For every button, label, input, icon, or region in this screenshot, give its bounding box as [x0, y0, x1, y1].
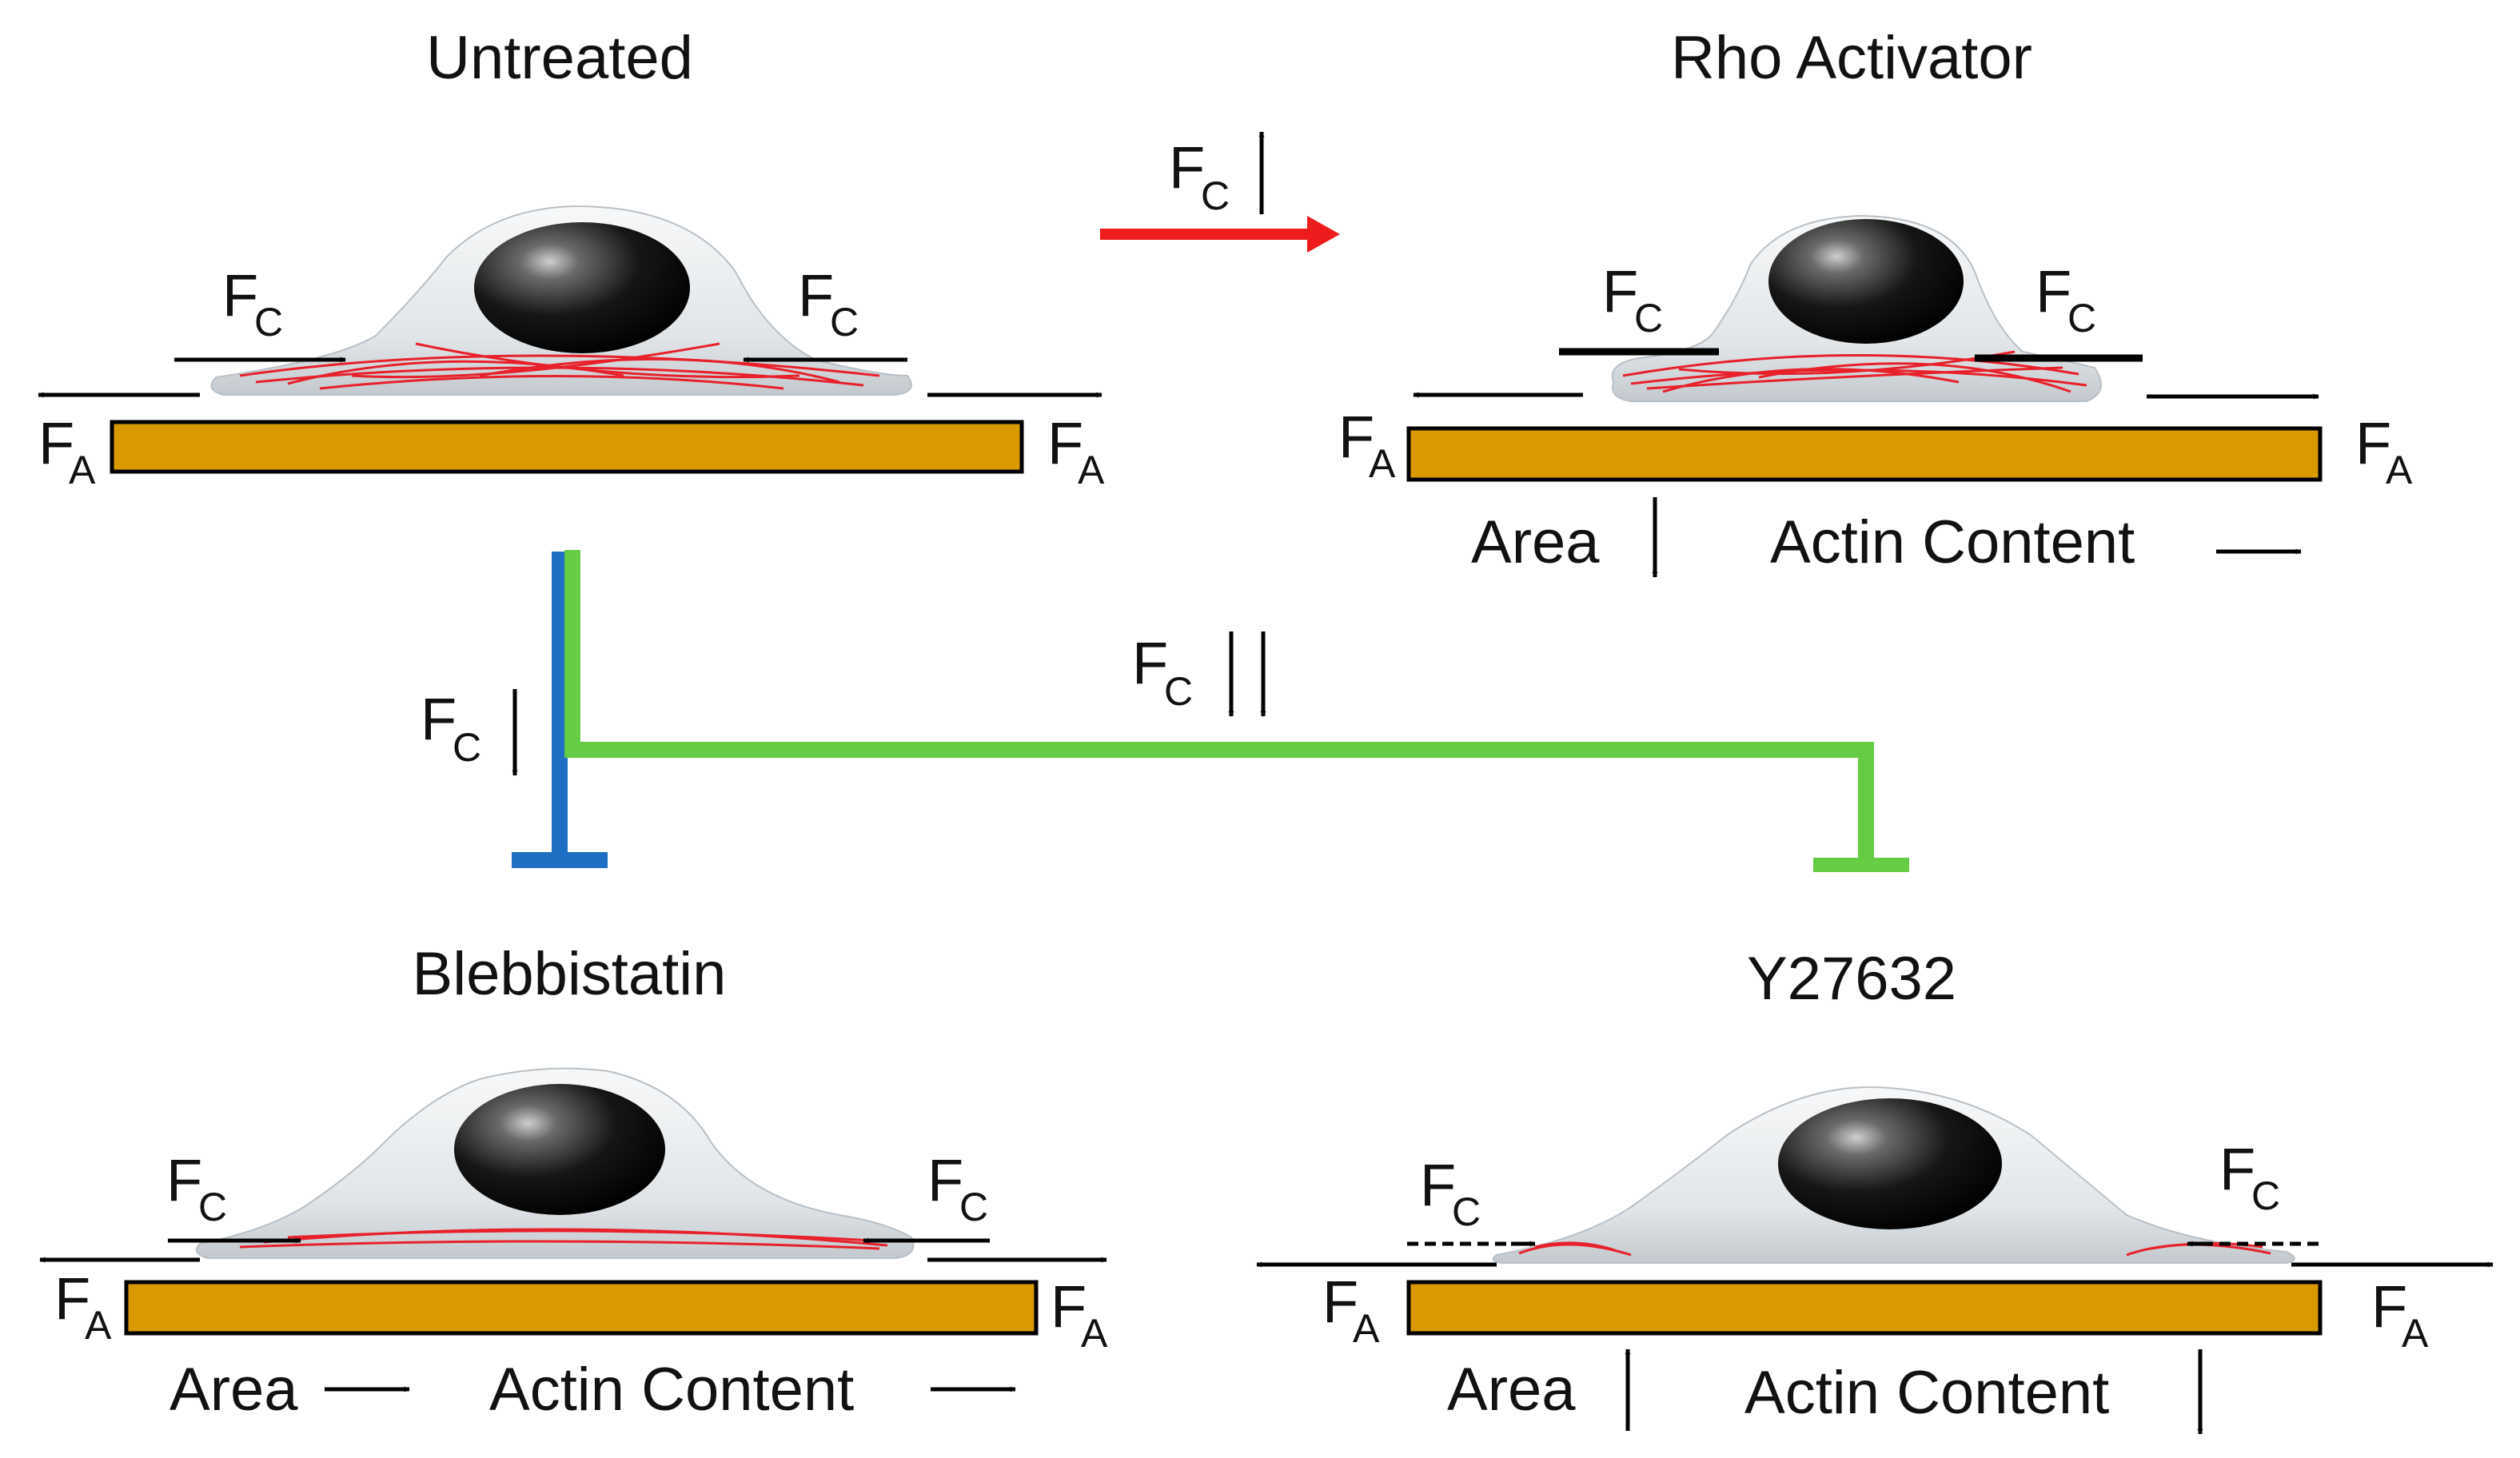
substrate	[110, 420, 1024, 474]
fa-label-right: F A	[2371, 1273, 2429, 1356]
svg-text:C: C	[2067, 296, 2096, 341]
svg-text:A: A	[2386, 448, 2413, 492]
svg-text:C: C	[2251, 1173, 2280, 1218]
svg-text:F: F	[798, 262, 834, 329]
svg-text:C: C	[254, 300, 283, 345]
fa-label-right: F A	[1047, 410, 1105, 492]
cell-blebbistatin	[195, 1067, 915, 1259]
panel-rho-activator: Rho Activator F C F C	[1338, 24, 2413, 578]
fa-label-left: F A	[1322, 1269, 1380, 1351]
svg-text:A: A	[2402, 1311, 2429, 1356]
svg-text:F: F	[2355, 410, 2391, 476]
fc-increase-label: F C	[1169, 131, 1265, 218]
fc-label-right: F C	[2036, 258, 2096, 341]
svg-text:F: F	[2371, 1273, 2407, 1340]
svg-text:F: F	[2036, 258, 2071, 325]
svg-text:A: A	[1369, 441, 1396, 486]
svg-text:F: F	[166, 1147, 202, 1213]
svg-text:A: A	[69, 448, 96, 492]
svg-text:F: F	[927, 1147, 963, 1213]
svg-text:F: F	[1602, 258, 1638, 325]
panel-title-untreated: Untreated	[426, 24, 693, 92]
svg-text:A: A	[1078, 448, 1105, 492]
svg-text:F: F	[1047, 410, 1083, 476]
svg-text:F: F	[1322, 1269, 1358, 1335]
panel-title-y27632: Y27632	[1747, 945, 1956, 1013]
nucleus	[1778, 1098, 2002, 1229]
fa-label-left: F A	[54, 1265, 112, 1348]
actin-content-label: Actin Content	[489, 1356, 854, 1424]
fc-decrease-label: F C	[421, 686, 518, 776]
svg-text:A: A	[85, 1303, 112, 1348]
actin-fibers	[239, 342, 880, 390]
fc-label-left: F C	[166, 1147, 227, 1229]
pathway-inhibition: F C F C	[421, 550, 1909, 872]
svg-text:F: F	[1132, 630, 1168, 696]
panel-y27632: Y27632 F C F C	[1256, 945, 2494, 1435]
svg-text:F: F	[1420, 1152, 1456, 1218]
fa-label-right: F A	[2355, 410, 2413, 492]
fc-label-left: F C	[222, 262, 283, 345]
actin-content-label: Actin Content	[1744, 1359, 2109, 1427]
svg-text:A: A	[1353, 1306, 1380, 1351]
fc-label-right: F C	[798, 262, 859, 345]
panel-untreated: Untreated F C F	[38, 24, 1105, 492]
svg-text:C: C	[1452, 1189, 1481, 1234]
nucleus	[454, 1084, 665, 1215]
cell-untreated	[210, 205, 912, 396]
fa-label-left: F A	[1338, 404, 1396, 486]
panel-title-rho: Rho Activator	[1671, 24, 2032, 92]
contractile-force-arrows	[1559, 348, 2143, 362]
pathway-rho-activation: F C	[1100, 131, 1340, 253]
svg-text:F: F	[2219, 1136, 2255, 1202]
svg-text:C: C	[1201, 173, 1230, 218]
cell-rho	[1611, 214, 2102, 402]
fa-label-right: F A	[1051, 1273, 1108, 1356]
substrate	[124, 1280, 1039, 1336]
fc-strong-decrease-label: F C	[1132, 630, 1266, 717]
actin-content-label: Actin Content	[1770, 508, 2135, 576]
svg-text:F: F	[1338, 404, 1374, 470]
fc-label-right: F C	[2219, 1136, 2280, 1218]
nucleus	[1768, 219, 1964, 344]
svg-text:F: F	[421, 686, 457, 752]
svg-text:F: F	[54, 1265, 90, 1332]
svg-text:C: C	[959, 1185, 988, 1229]
panel-blebbistatin: Blebbistatin F C F C F	[39, 940, 1108, 1424]
svg-text:C: C	[1634, 296, 1663, 341]
svg-text:C: C	[453, 725, 481, 770]
actin-fibers	[1622, 350, 2087, 393]
substrate	[1406, 1280, 2323, 1336]
y27632-inhibition-line	[564, 550, 1874, 863]
area-label: Area	[1447, 1356, 1576, 1424]
svg-text:F: F	[1169, 134, 1205, 201]
nucleus	[474, 222, 690, 353]
panel-title-blebbistatin: Blebbistatin	[413, 940, 727, 1008]
svg-text:C: C	[830, 300, 859, 345]
fc-label-left: F C	[1420, 1152, 1481, 1234]
svg-text:F: F	[1051, 1273, 1087, 1340]
area-label: Area	[169, 1356, 298, 1424]
svg-text:A: A	[1081, 1311, 1108, 1356]
svg-text:F: F	[38, 410, 74, 476]
svg-text:C: C	[1164, 669, 1193, 714]
adhesion-force-arrows	[1413, 392, 2319, 400]
fc-label-left: F C	[1602, 258, 1663, 341]
actin-fibers	[239, 1228, 888, 1250]
substrate	[1406, 426, 2323, 482]
fc-label-right: F C	[927, 1147, 988, 1229]
svg-text:F: F	[222, 262, 258, 329]
svg-text:C: C	[198, 1185, 227, 1229]
fa-label-left: F A	[38, 410, 96, 492]
area-label: Area	[1471, 508, 1600, 576]
cell-y27632	[1492, 1086, 2295, 1264]
